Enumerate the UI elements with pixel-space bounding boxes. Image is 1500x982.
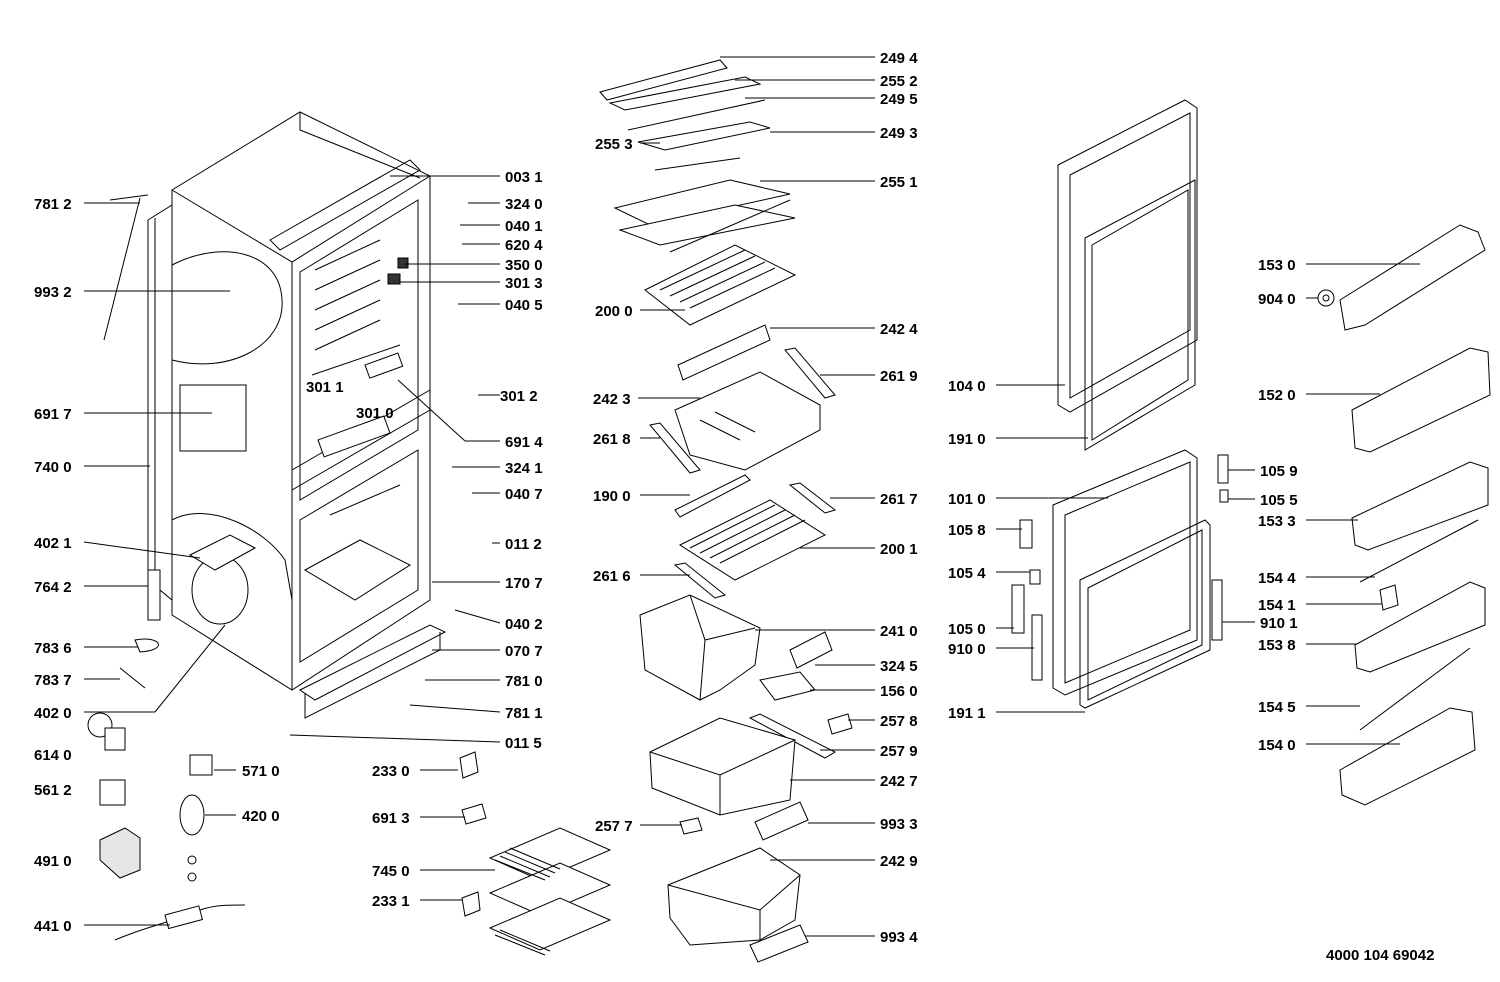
document-code: 4000 104 69042: [1326, 947, 1434, 964]
label-153-8: 153 8: [1258, 637, 1296, 654]
label-910-1: 910 1: [1260, 615, 1298, 632]
label-257-7: 257 7: [595, 818, 633, 835]
label-003-1: 003 1: [505, 169, 543, 186]
label-200-0: 200 0: [595, 303, 633, 320]
label-301-2: 301 2: [500, 388, 538, 405]
label-491-0: 491 0: [34, 853, 72, 870]
label-261-7: 261 7: [880, 491, 918, 508]
label-249-4: 249 4: [880, 50, 918, 67]
label-301-0: 301 0: [356, 405, 394, 422]
label-402-0: 402 0: [34, 705, 72, 722]
label-781-0: 781 0: [505, 673, 543, 690]
label-249-3: 249 3: [880, 125, 918, 142]
label-241-0: 241 0: [880, 623, 918, 640]
label-040-7: 040 7: [505, 486, 543, 503]
racks-drawing: [459, 751, 612, 956]
label-783-6: 783 6: [34, 640, 72, 657]
label-105-9: 105 9: [1260, 463, 1298, 480]
label-620-4: 620 4: [505, 237, 543, 254]
compressor-drawing: [87, 194, 257, 941]
label-781-1: 781 1: [505, 705, 543, 722]
label-324-5: 324 5: [880, 658, 918, 675]
label-261-6: 261 6: [593, 568, 631, 585]
label-154-0: 154 0: [1258, 737, 1296, 754]
label-105-5: 105 5: [1260, 492, 1298, 509]
label-233-1: 233 1: [372, 893, 410, 910]
label-255-2: 255 2: [880, 73, 918, 90]
label-261-8: 261 8: [593, 431, 631, 448]
label-152-0: 152 0: [1258, 387, 1296, 404]
label-910-0: 910 0: [948, 641, 986, 658]
label-301-1: 301 1: [306, 379, 344, 396]
label-255-1: 255 1: [880, 174, 918, 191]
label-402-1: 402 1: [34, 535, 72, 552]
part-labels: 781 2 993 2 691 7 740 0 402 1 764 2 783 …: [34, 50, 1434, 964]
label-745-0: 745 0: [372, 863, 410, 880]
label-255-3: 255 3: [595, 136, 633, 153]
label-011-2: 011 2: [505, 536, 542, 553]
label-040-1: 040 1: [505, 218, 543, 235]
label-242-4: 242 4: [880, 321, 918, 338]
label-153-0: 153 0: [1258, 257, 1296, 274]
label-101-0: 101 0: [948, 491, 986, 508]
label-257-8: 257 8: [880, 713, 918, 730]
label-040-2: 040 2: [505, 616, 543, 633]
label-154-4: 154 4: [1258, 570, 1296, 587]
label-993-2: 993 2: [34, 284, 72, 301]
shelves-drawing: [599, 59, 853, 963]
label-242-9: 242 9: [880, 853, 918, 870]
label-040-5: 040 5: [505, 297, 543, 314]
label-764-2: 764 2: [34, 579, 72, 596]
label-249-5: 249 5: [880, 91, 918, 108]
label-350-0: 350 0: [505, 257, 543, 274]
callouts: [83, 56, 1420, 937]
label-301-3: 301 3: [505, 275, 543, 292]
label-571-0: 571 0: [242, 763, 280, 780]
label-242-3: 242 3: [593, 391, 631, 408]
label-105-4: 105 4: [948, 565, 986, 582]
label-261-9: 261 9: [880, 368, 918, 385]
label-105-8: 105 8: [948, 522, 986, 539]
label-242-7: 242 7: [880, 773, 918, 790]
label-691-3: 691 3: [372, 810, 410, 827]
label-993-4: 993 4: [880, 929, 918, 946]
bins-drawing: [1317, 224, 1491, 806]
label-104-0: 104 0: [948, 378, 986, 395]
label-190-0: 190 0: [593, 488, 631, 505]
label-324-0: 324 0: [505, 196, 543, 213]
label-191-0: 191 0: [948, 431, 986, 448]
label-156-0: 156 0: [880, 683, 918, 700]
label-561-2: 561 2: [34, 782, 72, 799]
label-170-7: 170 7: [505, 575, 543, 592]
label-191-1: 191 1: [948, 705, 986, 722]
label-904-0: 904 0: [1258, 291, 1296, 308]
label-105-0: 105 0: [948, 621, 986, 638]
label-691-4: 691 4: [505, 434, 543, 451]
doors-drawing: [1011, 99, 1229, 709]
label-070-7: 070 7: [505, 643, 543, 660]
label-257-9: 257 9: [880, 743, 918, 760]
label-154-1: 154 1: [1258, 597, 1296, 614]
label-783-7: 783 7: [34, 672, 72, 689]
label-324-1: 324 1: [505, 460, 543, 477]
label-781-2: 781 2: [34, 196, 72, 213]
label-153-3: 153 3: [1258, 513, 1296, 530]
label-011-5: 011 5: [505, 735, 542, 752]
label-993-3: 993 3: [880, 816, 918, 833]
label-420-0: 420 0: [242, 808, 280, 825]
label-200-1: 200 1: [880, 541, 918, 558]
label-154-5: 154 5: [1258, 699, 1296, 716]
label-441-0: 441 0: [34, 918, 72, 935]
label-233-0: 233 0: [372, 763, 410, 780]
label-614-0: 614 0: [34, 747, 72, 764]
cabinet-drawing: [147, 111, 447, 719]
label-740-0: 740 0: [34, 459, 72, 476]
label-691-7: 691 7: [34, 406, 72, 423]
